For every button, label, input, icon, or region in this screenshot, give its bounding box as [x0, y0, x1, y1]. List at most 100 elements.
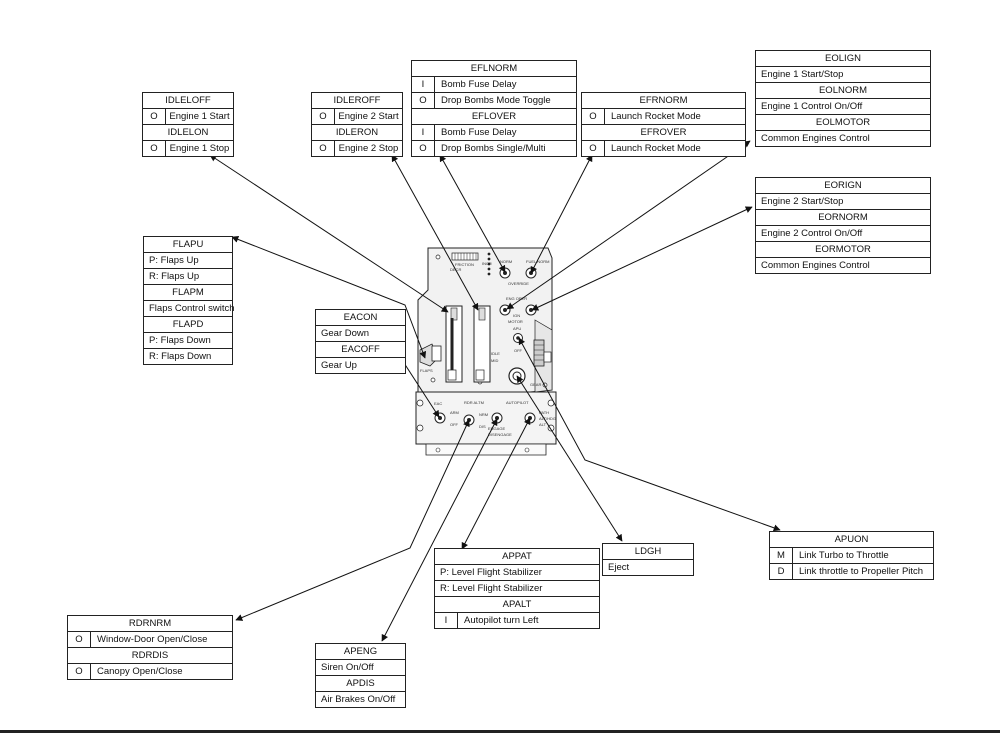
eac-off-label: OFF [450, 422, 459, 427]
leader-ldgh [516, 375, 623, 542]
table-eflnorm: EFLNORM I Bomb Fuse Delay O Drop Bombs Mod… [411, 60, 577, 157]
table-row: Engine 2 Control On/Off [756, 226, 930, 242]
table-header: APDIS [316, 676, 405, 692]
table-appat: APPAT P: Level Flight Stabilizer R: Leve… [434, 548, 600, 629]
row-key: D [770, 564, 793, 579]
rdr-dis-label: DIS [479, 424, 486, 429]
table-row: Common Engines Control [761, 260, 870, 271]
table-header: LDGH [603, 544, 693, 560]
table-header: IDLELON [143, 125, 233, 141]
gear-label: GEAR [530, 382, 541, 387]
table-row: R: Level Flight Stabilizer [435, 581, 599, 597]
table-row: R: Flaps Down [149, 351, 212, 362]
table-header: IDLERON [312, 125, 402, 141]
row-value: Launch Rocket Mode [611, 111, 701, 122]
row-value: Engine 2 Stop [338, 143, 399, 154]
idle-label: IDLE [491, 351, 500, 356]
row-value: Drop Bombs Single/Multi [441, 143, 546, 154]
row-value: Bomb Fuse Delay [441, 79, 517, 90]
row-key: M [770, 548, 793, 563]
table-row: Engine 1 Start/Stop [756, 67, 930, 83]
norm-label-left: NORM [500, 259, 512, 264]
table-header: EORMOTOR [756, 242, 930, 258]
table-row: O Drop Bombs Mode Toggle [412, 93, 576, 109]
eac-label: EAC [434, 401, 442, 406]
table-header: FLAPD [144, 317, 232, 333]
table-row: Engine 1 Control On/Off [756, 99, 930, 115]
table-row: Air Brakes On/Off [321, 694, 396, 705]
row-value: Drop Bombs Mode Toggle [441, 95, 551, 106]
table-row: Gear Up [321, 360, 357, 371]
row-key: O [582, 109, 605, 124]
leader-apeng [381, 418, 498, 642]
table-header: RDRDIS [68, 648, 232, 664]
disengage-label: DISENGAGE [488, 432, 512, 437]
table-apeng: APENG Siren On/Off APDIS Air Brakes On/O… [315, 643, 406, 708]
table-header: APUON [770, 532, 933, 548]
table-row: Gear Down [316, 326, 405, 342]
rdr-altm-label: RDR ALTM [464, 400, 484, 405]
table-header: APENG [316, 644, 405, 660]
table-row: R: Flaps Up [144, 269, 232, 285]
table-header: EACON [316, 310, 405, 326]
table-eorign: EORIGN Engine 2 Start/Stop EORNORM Engin… [755, 177, 931, 274]
table-eacon: EACON Gear Down EACOFF Gear Up [315, 309, 406, 374]
table-row: Flaps Control switch [144, 301, 235, 317]
row-key: I [412, 125, 435, 140]
eac-arm-label: ARM [450, 410, 459, 415]
table-header: EFLNORM [412, 61, 576, 77]
table-header: APALT [435, 597, 599, 613]
row-key: O [312, 141, 335, 156]
flaps-mid-label: MID [491, 358, 498, 363]
flaps-label: FLAPS [420, 368, 433, 373]
row-key: O [582, 141, 605, 156]
table-efrnorm: EFRNORM O Launch Rocket Mode EFROVER O Lau… [581, 92, 746, 157]
override-label: OVERRIDE [508, 281, 529, 286]
alth-label: ALT/HDG [539, 416, 556, 421]
row-value: Link throttle to Propeller Pitch [799, 566, 924, 577]
leader-lines [209, 140, 781, 642]
table-header: IDLELOFF [143, 93, 233, 109]
autopilot-label: AUTOPILOT [506, 400, 529, 405]
row-key: O [312, 109, 335, 124]
leader-efrnorm [530, 154, 593, 274]
row-key: O [143, 109, 166, 124]
table-header: EFRNORM [582, 93, 745, 109]
motor-label: MOTOR [508, 319, 523, 324]
incr-label: INCR [482, 261, 492, 266]
table-header: FLAPU [144, 237, 232, 253]
row-value: Bomb Fuse Delay [441, 127, 517, 138]
table-row: Siren On/Off [316, 660, 405, 676]
row-key: O [68, 664, 91, 679]
leader-idleroff [391, 154, 479, 311]
table-header: EFROVER [582, 125, 745, 141]
table-header: EORIGN [756, 178, 930, 194]
table-header: EORNORM [756, 210, 930, 226]
row-key: I [435, 613, 458, 628]
row-key: O [143, 141, 166, 156]
table-header: RDRNRM [68, 616, 232, 632]
row-value: Launch Rocket Mode [611, 143, 701, 154]
table-eolign: EOLIGN Engine 1 Start/Stop EOLNORM Engin… [755, 50, 931, 147]
table-row: O Launch Rocket Mode [582, 141, 745, 156]
table-flapu: FLAPU P: Flaps Up R: Flaps Up FLAPM Flap… [143, 236, 235, 365]
row-value: Engine 2 Start [338, 111, 399, 122]
apu-off-label: OFF [514, 348, 523, 353]
row-key: O [412, 93, 435, 108]
leader-idleloff [209, 154, 449, 313]
table-header: EOLIGN [756, 51, 930, 67]
row-key: O [68, 632, 91, 647]
table-row: I Bomb Fuse Delay [412, 125, 576, 141]
table-row: P: Flaps Down [144, 333, 232, 349]
